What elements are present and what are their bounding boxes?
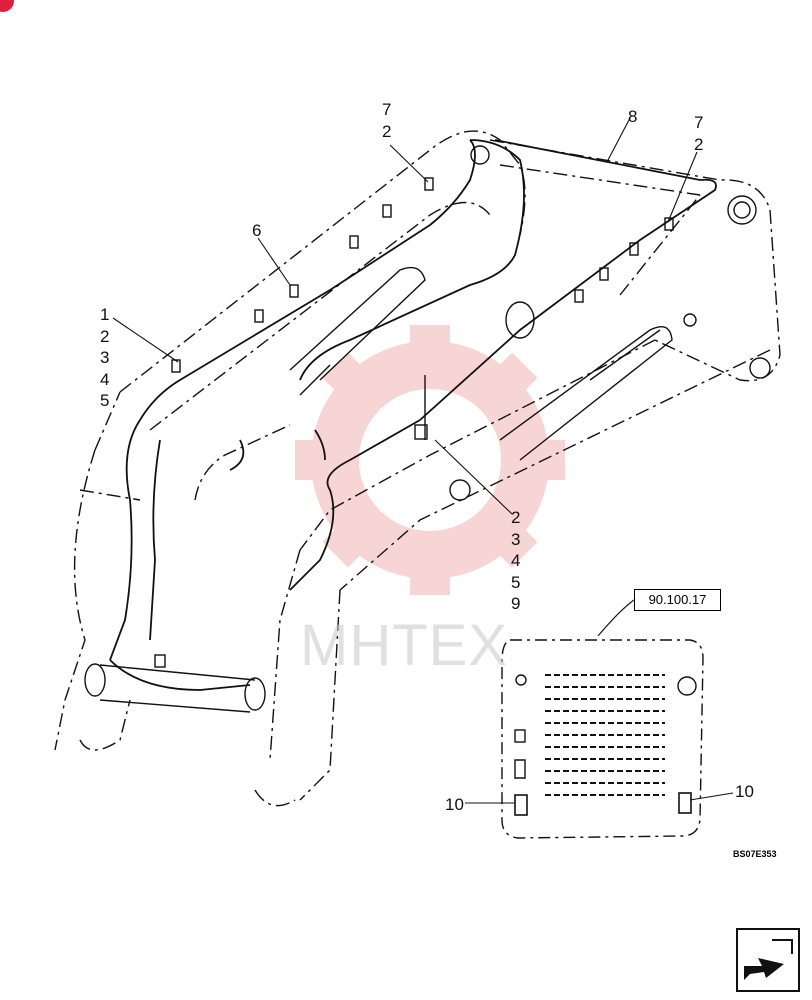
cab-door-panel (501, 639, 704, 839)
reference-section-box[interactable]: 90.100.17 (634, 589, 721, 611)
callout-2: 2 (382, 121, 392, 141)
next-page-arrow-icon[interactable] (736, 928, 800, 992)
corner-badge-icon (0, 0, 14, 12)
callout-2: 2 (694, 134, 704, 154)
watermark-text: MHTEX (300, 613, 508, 678)
callout-5: 5 (100, 391, 110, 410)
callout-10-left: 10 (445, 795, 464, 814)
leader-lines (112, 117, 734, 804)
callout-6: 6 (252, 221, 262, 240)
callout-1: 1 (100, 305, 110, 324)
harness-clamps (154, 177, 674, 668)
callout-7: 7 (382, 100, 392, 119)
callout-9: 9 (511, 594, 521, 613)
callout-group-top-center: 7 2 (382, 99, 391, 142)
callout-5: 5 (511, 572, 521, 592)
callout-2: 2 (511, 508, 521, 527)
lift-cylinders (289, 266, 673, 461)
panel-vent-slots (545, 674, 665, 796)
callout-3: 3 (511, 529, 521, 549)
callout-2: 2 (100, 326, 110, 346)
callout-group-left: 1 2 3 4 5 (100, 304, 109, 412)
callout-4: 4 (511, 551, 521, 570)
callout-10-right: 10 (735, 782, 754, 801)
right-arm-outline (79, 139, 781, 807)
callout-8: 8 (628, 107, 638, 126)
callout-3: 3 (100, 348, 110, 367)
callout-group-center: 2 3 4 5 9 (511, 507, 520, 615)
callout-group-top-right: 7 2 (694, 112, 703, 155)
pivot-pins (449, 145, 771, 501)
callout-7: 7 (694, 113, 704, 132)
callout-4: 4 (100, 369, 110, 389)
cross-tube (84, 663, 266, 713)
left-arm-outline (54, 130, 526, 751)
drawing-code: BS07E353 (733, 849, 777, 859)
